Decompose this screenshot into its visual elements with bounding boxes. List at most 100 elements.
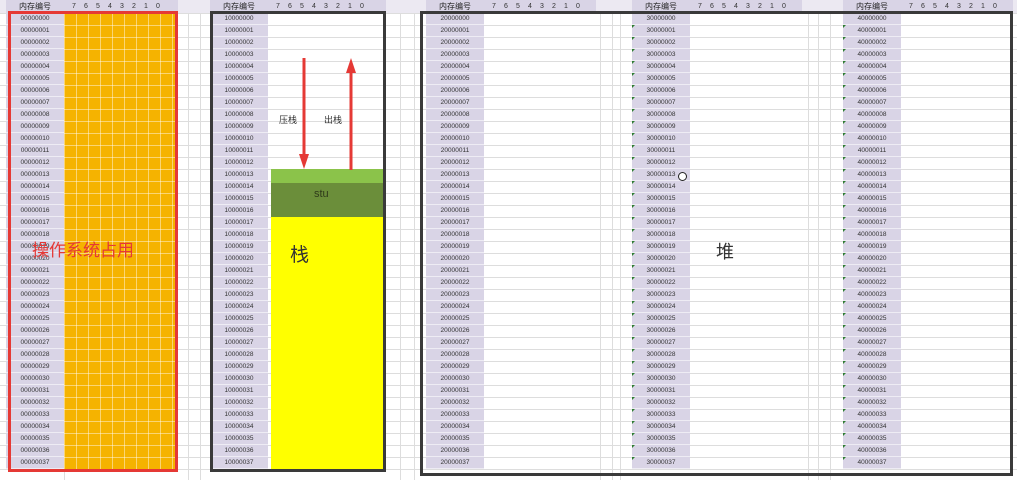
address-cell: 40000030 <box>843 373 901 385</box>
address-cell: 20000037 <box>426 457 484 469</box>
addr-header-label: 内存编号 <box>856 2 888 11</box>
address-cell: 40000002 <box>843 37 901 49</box>
address-cell: 20000030 <box>426 373 484 385</box>
address-cell: 40000008 <box>843 109 901 121</box>
address-cell: 30000004 <box>632 61 690 73</box>
address-cell: 10000034 <box>210 421 268 433</box>
address-cell: 30000031 <box>632 385 690 397</box>
address-cell: 10000017 <box>210 217 268 229</box>
address-cell: 00000024 <box>6 301 64 313</box>
address-cell: 20000003 <box>426 49 484 61</box>
address-cell: 30000019 <box>632 241 690 253</box>
address-cell: 00000008 <box>6 109 64 121</box>
bit-header-label: 4 <box>312 3 316 10</box>
bit-header-label: 0 <box>576 3 580 10</box>
bit-header-label: 3 <box>746 3 750 10</box>
address-cell: 30000016 <box>632 205 690 217</box>
bit-header-label: 6 <box>504 3 508 10</box>
address-cell: 20000015 <box>426 193 484 205</box>
bit-header-label: 0 <box>360 3 364 10</box>
address-cell: 10000007 <box>210 97 268 109</box>
address-cell: 10000011 <box>210 145 268 157</box>
stack-free-area <box>271 217 383 470</box>
address-cell: 30000012 <box>632 157 690 169</box>
bit-header-label: 2 <box>758 3 762 10</box>
address-cell: 40000037 <box>843 457 901 469</box>
bit-header-label: 4 <box>108 3 112 10</box>
address-cell: 10000036 <box>210 445 268 457</box>
bit-header-label: 2 <box>132 3 136 10</box>
address-cell: 20000009 <box>426 121 484 133</box>
address-cell: 00000010 <box>6 133 64 145</box>
address-cell: 30000014 <box>632 181 690 193</box>
address-cell: 10000021 <box>210 265 268 277</box>
address-cell: 10000013 <box>210 169 268 181</box>
address-cell: 20000002 <box>426 37 484 49</box>
address-cell: 40000017 <box>843 217 901 229</box>
address-cell: 20000031 <box>426 385 484 397</box>
address-cell: 40000001 <box>843 25 901 37</box>
address-cell: 10000002 <box>210 37 268 49</box>
bit-header-label: 1 <box>348 3 352 10</box>
address-cell: 40000011 <box>843 145 901 157</box>
bit-header-label: 2 <box>969 3 973 10</box>
address-cell: 00000030 <box>6 373 64 385</box>
address-cell: 30000020 <box>632 253 690 265</box>
address-cell: 40000018 <box>843 229 901 241</box>
address-cell: 20000001 <box>426 25 484 37</box>
address-cell: 00000002 <box>6 37 64 49</box>
address-cell: 40000000 <box>843 13 901 25</box>
address-cell: 00000019 <box>6 241 64 253</box>
os-reserved-label: 操作系统占用 <box>32 241 134 261</box>
address-cell: 20000025 <box>426 313 484 325</box>
address-cell: 30000008 <box>632 109 690 121</box>
address-cell: 00000004 <box>6 61 64 73</box>
bit-header-label: 4 <box>945 3 949 10</box>
address-cell: 20000023 <box>426 289 484 301</box>
address-cell: 40000013 <box>843 169 901 181</box>
address-cell: 20000021 <box>426 265 484 277</box>
address-cell: 40000021 <box>843 265 901 277</box>
bit-header-label: 6 <box>710 3 714 10</box>
address-cell: 20000011 <box>426 145 484 157</box>
address-cell: 40000029 <box>843 361 901 373</box>
address-cell: 40000004 <box>843 61 901 73</box>
address-cell: 00000036 <box>6 445 64 457</box>
address-cell: 10000014 <box>210 181 268 193</box>
address-cell: 30000007 <box>632 97 690 109</box>
address-cell: 40000028 <box>843 349 901 361</box>
address-cell: 20000022 <box>426 277 484 289</box>
address-cell: 10000035 <box>210 433 268 445</box>
bit-header-label: 3 <box>120 3 124 10</box>
address-cell: 10000029 <box>210 361 268 373</box>
address-cell: 40000014 <box>843 181 901 193</box>
bit-header-label: 7 <box>909 3 913 10</box>
address-cell: 20000000 <box>426 13 484 25</box>
address-cell: 40000024 <box>843 301 901 313</box>
address-cell: 30000010 <box>632 133 690 145</box>
address-cell: 10000008 <box>210 109 268 121</box>
heap-label: 堆 <box>716 242 734 263</box>
address-cell: 00000026 <box>6 325 64 337</box>
pop-label: 出栈 <box>324 116 343 126</box>
address-cell: 20000026 <box>426 325 484 337</box>
address-cell: 00000006 <box>6 85 64 97</box>
bit-header-label: 0 <box>993 3 997 10</box>
address-cell: 00000001 <box>6 25 64 37</box>
bit-header-label: 5 <box>96 3 100 10</box>
address-cell: 40000003 <box>843 49 901 61</box>
address-cell: 20000027 <box>426 337 484 349</box>
bit-header-label: 1 <box>144 3 148 10</box>
address-cell: 00000014 <box>6 181 64 193</box>
address-cell: 40000020 <box>843 253 901 265</box>
address-cell: 30000015 <box>632 193 690 205</box>
address-cell: 10000031 <box>210 385 268 397</box>
address-cell: 00000017 <box>6 217 64 229</box>
address-cell: 00000028 <box>6 349 64 361</box>
